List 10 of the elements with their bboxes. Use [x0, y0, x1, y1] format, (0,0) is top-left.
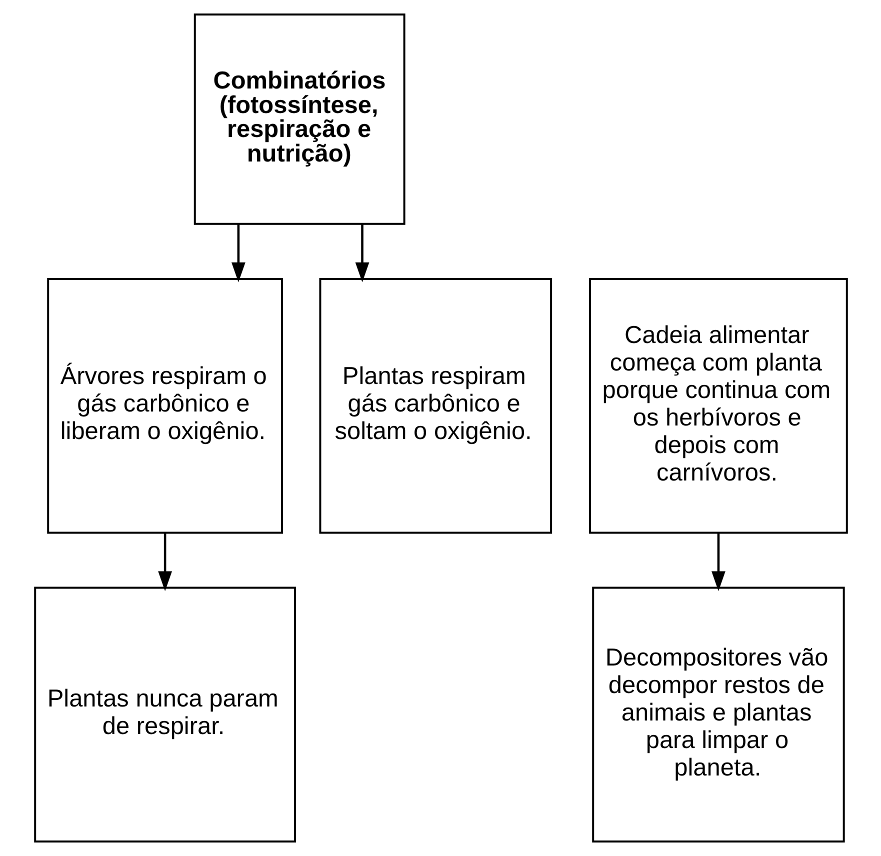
arrow: [711, 532, 725, 592]
node-box: Combinatórios (fotossíntese, respiração e nutrição): [193, 13, 405, 225]
node-box: Decompositores vão decompor restos de animais e plantas para limpar o planeta.: [592, 586, 844, 843]
arrow: [230, 224, 245, 282]
node-box: Plantas nunca param de respirar.: [34, 586, 296, 843]
node-box: Árvores respiram o gás carbônico e liberam o oxigênio.: [46, 278, 282, 534]
node-box: Plantas respiram gás carbônico e soltam o oxigênio.: [318, 278, 552, 534]
node-box: Cadeia alimentar começa com planta porque continua com os herbívoros e depois com carnívoros.: [588, 278, 848, 534]
arrow: [354, 224, 369, 282]
arrow: [158, 532, 172, 592]
